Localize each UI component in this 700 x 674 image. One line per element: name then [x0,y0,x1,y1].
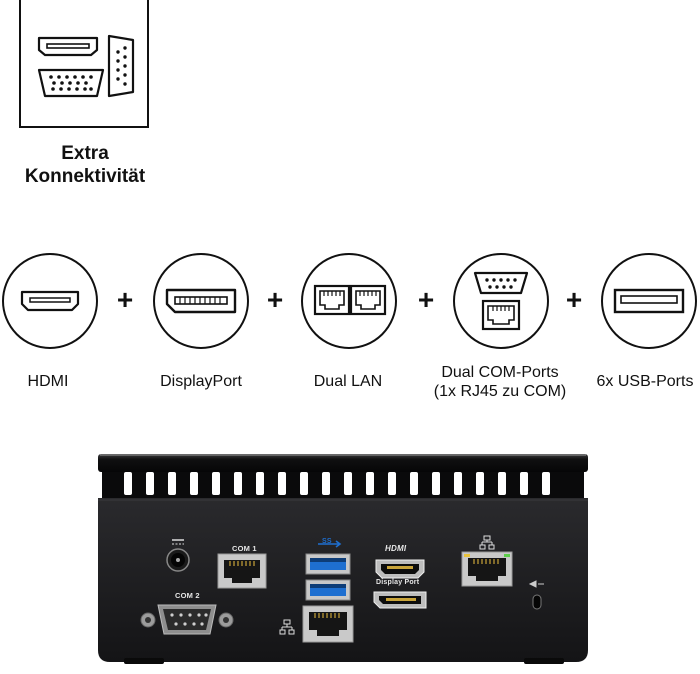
port-label-dual-com-line2: (1x RJ45 zu COM) [433,383,567,400]
plus-separator: + [116,284,134,315]
displayport-circle [153,253,249,349]
com1-port [217,553,267,589]
security-lock-slot [528,580,544,610]
usb-circle [601,253,697,349]
com-port-icon [473,271,529,331]
serial-port-icon [107,34,135,98]
port-label-dual-com: Dual COM-Ports (1x RJ45 zu COM) [425,363,575,401]
usb-ss-logo-icon [318,540,342,548]
hdmi-port [375,559,425,579]
vga-port-icon [37,68,105,98]
feature-title-line2: Konnektivität [24,166,146,187]
displayport-icon [165,288,237,314]
plus-separator: + [565,284,583,315]
port-label-displayport: DisplayPort [160,373,242,390]
feature-icon-box [19,0,149,128]
displayport-device-label: Display Port [376,579,420,586]
com2-label: COM 2 [175,591,200,600]
usb-ss-label: SS [322,538,332,545]
port-label-hdmi: HDMI [27,373,69,390]
port-label-dual-lan: Dual LAN [313,373,383,390]
mini-pc-rear-panel: COM 1 COM 2 HDMI Display Port SS [84,450,604,668]
usb-icon [613,288,685,314]
lan-port-2 [302,605,354,643]
hdmi-device-label: HDMI [385,544,407,553]
com1-label: COM 1 [232,544,257,553]
displayport-port [373,591,427,609]
com-port-circle [453,253,549,349]
feature-title-line1: Extra [61,143,109,164]
dual-lan-circle [301,253,397,349]
dual-lan-icon [313,284,387,316]
port-label-usb: 6x USB-Ports [596,373,694,390]
com2-port [140,604,234,635]
network-symbol-icon [479,535,495,550]
hdmi-port-icon [37,36,99,57]
plus-separator: + [266,284,284,315]
feature-title: Extra Konnektivität [0,142,170,188]
hdmi-circle [2,253,98,349]
network-symbol-icon [279,619,295,635]
dc-power-jack [166,539,190,572]
port-label-dual-com-line1: Dual COM-Ports [441,364,559,381]
plus-separator: + [417,284,435,315]
hdmi-icon [20,290,80,312]
lan-port-1 [461,551,513,587]
usb-ports [305,553,351,601]
